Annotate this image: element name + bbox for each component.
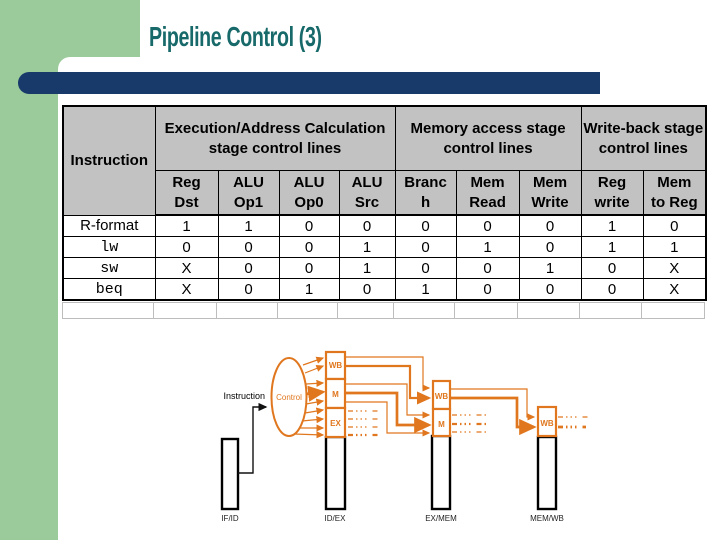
- signal-value-cell: 1: [394, 278, 457, 301]
- signal-value-cell: 0: [518, 278, 582, 301]
- instruction-wire: [238, 402, 268, 474]
- signal-value-cell: 0: [278, 236, 340, 258]
- page-title: Pipeline Control (3): [149, 21, 322, 52]
- signal-value-cell: 0: [580, 257, 644, 279]
- exmem-to-memwb-wires: [450, 388, 537, 436]
- column-header: Mem Write: [518, 170, 582, 216]
- signal-value-cell: 0: [642, 214, 707, 237]
- signal-value-cell: 1: [580, 214, 644, 237]
- exmem-stage-boxes: WB M: [431, 379, 452, 438]
- exmem-register: [430, 434, 452, 511]
- signal-value-cell: 0: [394, 257, 457, 279]
- group-header-execution: Execution/Address Calculation stage cont…: [154, 105, 396, 171]
- idex-to-exmem-wires: [345, 356, 432, 437]
- signal-value-cell: 1: [518, 257, 582, 279]
- signal-value-cell: 0: [455, 214, 520, 237]
- signal-value-cell: 0: [217, 257, 280, 279]
- column-header: ALU Op0: [278, 170, 340, 216]
- control-oval: [270, 357, 308, 437]
- signal-value-cell: 0: [217, 278, 280, 301]
- signal-value-cell: 1: [580, 236, 644, 258]
- idex-ex-box: [324, 406, 347, 439]
- signal-value-cell: 1: [642, 236, 707, 258]
- instruction-label: Instruction: [223, 391, 265, 401]
- table-row: R-format 1 1 0 0 0 0 0 1 0: [62, 214, 707, 237]
- idex-stage-boxes: WB M EX: [324, 350, 347, 439]
- table-row: lw 0 0 0 1 0 1 0 1 1: [62, 236, 707, 258]
- svg-text:WB: WB: [540, 419, 554, 428]
- instruction-label: R-format: [62, 214, 156, 237]
- signal-value-cell: 0: [455, 278, 520, 301]
- control-label: Control: [276, 393, 302, 402]
- ifid-register: [220, 437, 240, 511]
- signal-value-cell: X: [154, 257, 219, 279]
- register-label: IF/ID: [221, 514, 239, 523]
- signal-value-cell: 0: [394, 214, 457, 237]
- divider-bar: [18, 72, 600, 94]
- memwb-stage-boxes: WB: [536, 405, 558, 438]
- ex-stage-signal-outputs: [348, 410, 378, 437]
- group-header-memory: Memory access stage control lines: [394, 105, 582, 171]
- svg-text:EX: EX: [330, 419, 341, 428]
- wb-stage-signal-outputs: [558, 416, 588, 429]
- memwb-wb-box: [536, 405, 558, 438]
- signal-value-cell: 0: [338, 278, 396, 301]
- signal-value-cell: 1: [338, 257, 396, 279]
- signal-value-cell: 0: [278, 214, 340, 237]
- control-signals-table: Instruction Execution/Address Calculatio…: [62, 105, 708, 301]
- signal-value-cell: 0: [154, 236, 219, 258]
- exmem-m-box: [431, 407, 452, 438]
- control-signal-arrows: [293, 356, 326, 439]
- signal-value-cell: 0: [278, 257, 340, 279]
- signal-value-cell: 0: [580, 278, 644, 301]
- signal-value-cell: 0: [217, 236, 280, 258]
- column-header: Reg Dst: [154, 170, 219, 216]
- table-row: sw X 0 0 1 0 0 1 0 X: [62, 257, 707, 279]
- signal-value-cell: 0: [338, 214, 396, 237]
- column-header-row: Reg Dst ALU Op1 ALU Op0 ALU Src Branc h …: [63, 170, 707, 216]
- column-header: Branc h: [394, 170, 457, 216]
- signal-value-cell: 0: [455, 257, 520, 279]
- svg-text:M: M: [438, 420, 445, 429]
- column-header: ALU Src: [338, 170, 396, 216]
- svg-text:M: M: [332, 390, 339, 399]
- instruction-header: Instruction: [62, 105, 156, 216]
- signal-value-cell: 0: [394, 236, 457, 258]
- register-label: EX/MEM: [425, 514, 457, 523]
- column-header: Mem Read: [455, 170, 520, 216]
- signal-value-cell: 1: [455, 236, 520, 258]
- signal-value-cell: X: [154, 278, 219, 301]
- column-header: Reg write: [580, 170, 644, 216]
- pipeline-control-diagram: IF/ID ID/EX EX/MEM MEM/WB Instruction Co…: [220, 350, 588, 523]
- idex-register: [324, 435, 347, 511]
- mem-stage-signal-outputs: [452, 414, 489, 433]
- svg-text:WB: WB: [329, 361, 343, 370]
- column-header: ALU Op1: [217, 170, 280, 216]
- signal-value-cell: X: [642, 257, 707, 279]
- signal-value-cell: 1: [278, 278, 340, 301]
- signal-value-cell: 0: [518, 236, 582, 258]
- register-label: MEM/WB: [530, 514, 564, 523]
- instruction-label: sw: [62, 257, 156, 279]
- corner-accent-block: [0, 0, 140, 65]
- instruction-label: beq: [62, 278, 156, 301]
- group-header-row: Instruction Execution/Address Calculatio…: [62, 105, 707, 216]
- empty-table-row: [62, 302, 705, 319]
- signal-value-cell: X: [642, 278, 707, 301]
- signal-value-cell: 0: [518, 214, 582, 237]
- group-header-writeback: Write-back stage control lines: [580, 105, 707, 171]
- signal-value-cell: 1: [217, 214, 280, 237]
- svg-text:WB: WB: [435, 392, 449, 401]
- register-label: ID/EX: [325, 514, 347, 523]
- column-header: Mem to Reg: [642, 170, 707, 216]
- memwb-register: [536, 435, 558, 511]
- table-row: beq X 0 1 0 1 0 0 0 X: [62, 278, 707, 301]
- signal-value-cell: 1: [154, 214, 219, 237]
- instruction-label: lw: [62, 236, 156, 258]
- signal-value-cell: 1: [338, 236, 396, 258]
